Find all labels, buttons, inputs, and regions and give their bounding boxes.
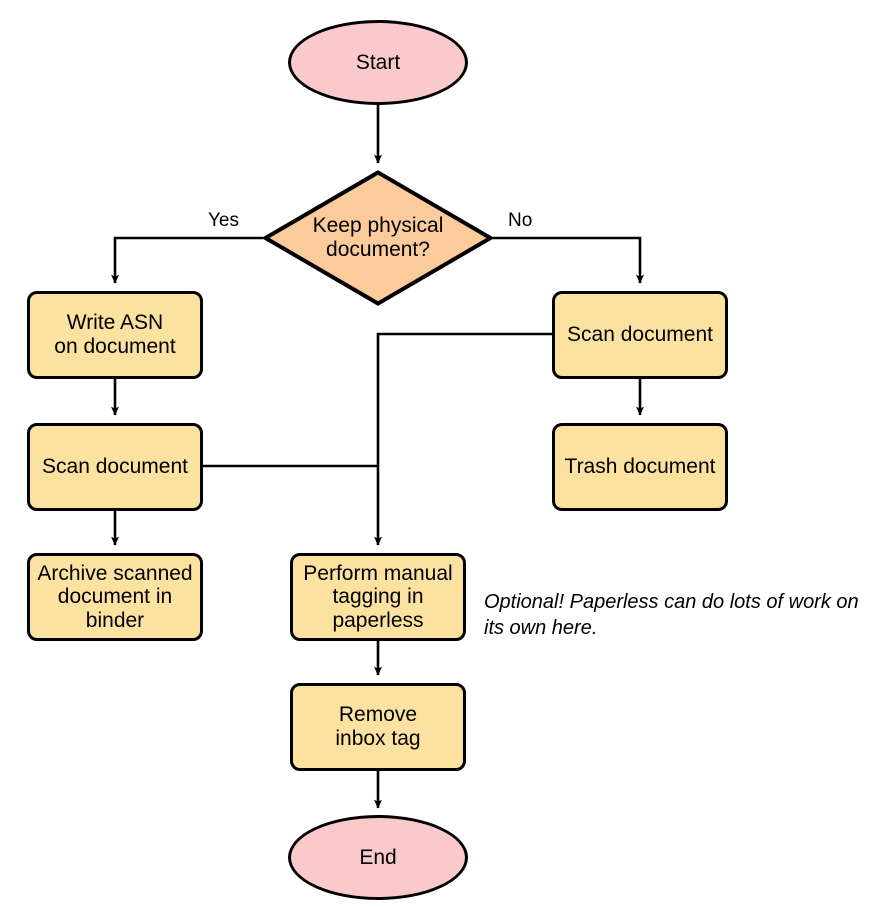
node-remove-inbox-tag-label: Remove inbox tag [335,703,421,750]
node-write-asn-label: Write ASN on document [54,311,176,358]
node-trash-document-label: Trash document [564,455,716,479]
note-optional-paperless: Optional! Paperless can do lots of work … [484,591,859,639]
node-scan-document-right-label: Scan document [567,323,713,347]
node-decision-keep-physical-document[interactable]: Keep physical document? [263,170,493,306]
node-end-label: End [359,845,397,869]
node-start-label: Start [355,50,401,74]
node-tagging-label: Perform manual tagging in paperless [303,561,453,632]
edge-decision-yes-to-write-asn [111,236,263,284]
node-archive-label: Archive scanned document in binder [37,561,193,632]
node-archive-scanned-document-in-binder[interactable]: Archive scanned document in binder [27,553,203,641]
node-perform-manual-tagging-in-paperless[interactable]: Perform manual tagging in paperless [290,553,466,641]
node-remove-inbox-tag[interactable]: Remove inbox tag [290,683,466,771]
node-scan-document-left-label: Scan document [42,455,188,479]
node-scan-document-left[interactable]: Scan document [27,423,203,511]
edge-label-no: No [508,210,533,231]
node-scan-document-right[interactable]: Scan document [552,291,728,379]
node-end[interactable]: End [288,815,468,900]
node-decision-label: Keep physical document? [312,214,444,261]
edge-scan-right-to-tagging [374,332,552,546]
edge-label-yes: Yes [208,210,239,231]
node-start[interactable]: Start [288,20,468,105]
diamond-shape [263,170,493,306]
node-write-asn-on-document[interactable]: Write ASN on document [27,291,203,379]
edge-decision-no-to-scan-right [493,236,644,284]
node-trash-document[interactable]: Trash document [552,423,728,511]
